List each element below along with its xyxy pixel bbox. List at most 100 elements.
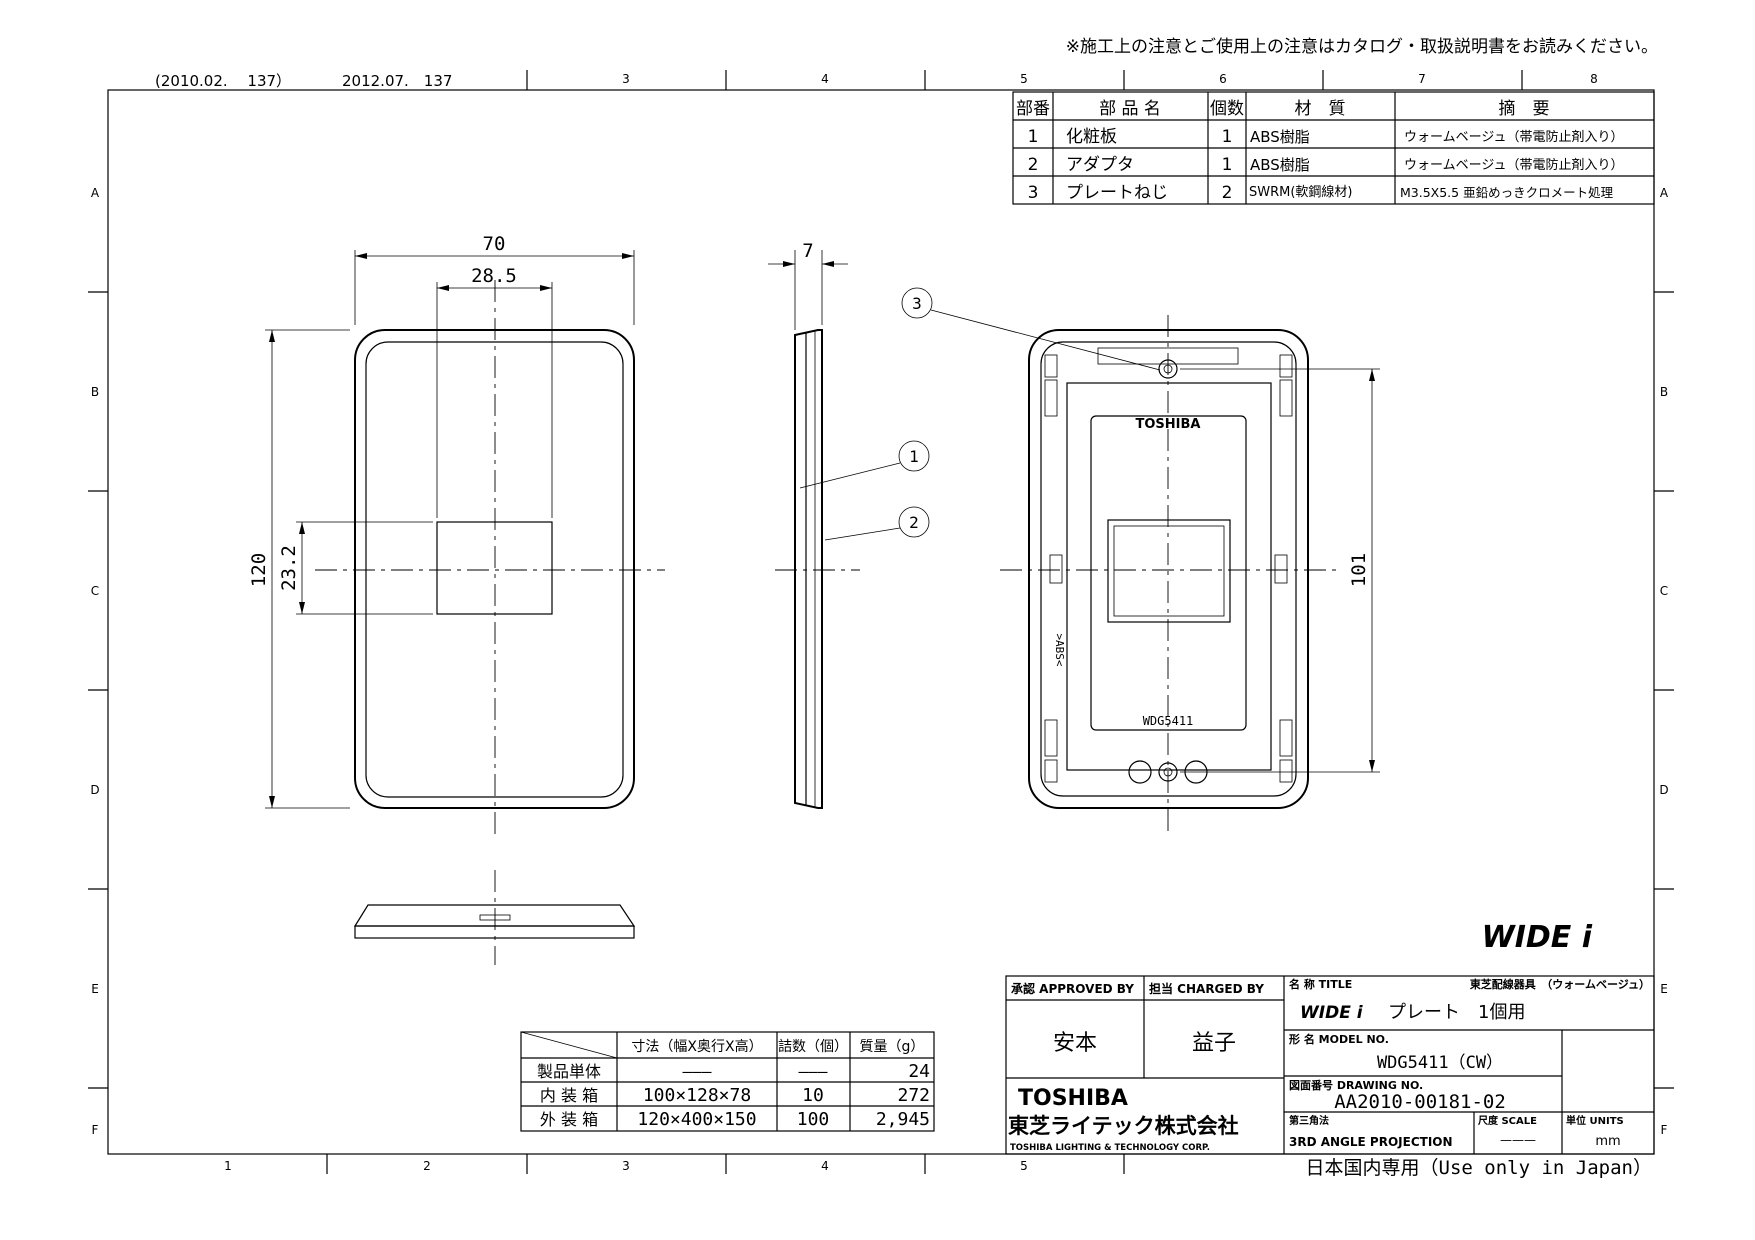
callout-leaders (799, 287, 1161, 541)
dim-height: 120 (248, 553, 270, 587)
dim-screw-pitch: 101 (1348, 553, 1370, 587)
grid-row-label: B (1660, 385, 1668, 399)
packing-table (520, 1031, 935, 1132)
footer-note: 日本国内専用（Use only in Japan） (1306, 1157, 1652, 1179)
packing-cell: 100×128×78 (643, 1085, 751, 1106)
parts-cell: M3.5X5.5 亜鉛めっきクロメート処理 (1400, 185, 1614, 200)
rear-material-mark: >ABS< (1053, 633, 1066, 666)
parts-cell: ABS樹脂 (1250, 128, 1310, 146)
parts-cell: ABS樹脂 (1250, 156, 1310, 174)
packing-cell: 100 (797, 1109, 830, 1130)
callout-2: 2 (909, 513, 919, 532)
grid-row-label: D (1659, 783, 1668, 797)
parts-cell: ウォームベージュ（帯電防止剤入り） (1404, 129, 1623, 145)
charged-name: 益子 (1192, 1031, 1236, 1056)
company-name-jp: 東芝ライテック株式会社 (1008, 1114, 1239, 1138)
grid-col-label: 3 (622, 72, 630, 86)
parts-table (1012, 91, 1655, 205)
grid-col-label: 5 (1020, 72, 1028, 86)
parts-cell: 1 (1222, 127, 1233, 147)
packing-header: 寸法（幅X奥行X高） (631, 1038, 762, 1055)
parts-cell: 化粧板 (1066, 127, 1117, 147)
grid-row-label: A (1660, 186, 1669, 200)
units-value: mm (1595, 1134, 1620, 1149)
parts-header: 個数 (1210, 99, 1244, 119)
units-label: 単位 UNITS (1566, 1114, 1624, 1127)
parts-cell: 3 (1028, 183, 1039, 203)
projection-value: 3RD ANGLE PROJECTION (1289, 1135, 1453, 1149)
grid-col-label: 2 (423, 1159, 431, 1173)
revision-second: 2012.07. 137 (342, 72, 452, 90)
model-label: 形 名 MODEL NO. (1289, 1032, 1389, 1046)
grid-ticks (88, 70, 1674, 1174)
parts-cell: プレートねじ (1066, 183, 1168, 203)
parts-cell: 2 (1028, 155, 1039, 175)
packing-cell: 120×400×150 (637, 1109, 756, 1130)
dim-opening-width: 28.5 (471, 265, 517, 287)
parts-cell: 1 (1222, 155, 1233, 175)
parts-cell: 1 (1028, 127, 1039, 147)
packing-cell: 24 (908, 1061, 930, 1082)
title-block (1005, 975, 1655, 1155)
front-view (315, 280, 665, 835)
company-logo: TOSHIBA (1018, 1086, 1128, 1111)
grid-row-label: F (92, 1123, 99, 1137)
rear-model-label: WDG5411 (1143, 714, 1194, 728)
title-label: 名 称 TITLE (1289, 977, 1352, 991)
title-category: 東芝配線器具 （ウォームベージュ） (1470, 977, 1650, 991)
grid-row-label: A (91, 186, 100, 200)
parts-header: 部番 (1016, 99, 1050, 119)
packing-cell: 外 装 箱 (540, 1110, 598, 1129)
packing-cell: 2,945 (876, 1109, 930, 1130)
drawing-value: AA2010-00181-02 (1334, 1091, 1506, 1113)
projection-label: 第三角法 (1289, 1114, 1329, 1127)
packing-cell: 272 (897, 1085, 930, 1106)
bottom-profile-view (353, 870, 636, 965)
top-note: ※施工上の注意とご使用上の注意はカタログ・取扱説明書をお読みください。 (1066, 36, 1658, 57)
grid-row-label: E (91, 982, 99, 996)
charged-label: 担当 CHARGED BY (1149, 981, 1264, 996)
approved-name: 安本 (1053, 1031, 1097, 1056)
parts-header: 部 品 名 (1099, 99, 1161, 119)
rear-view (1000, 315, 1340, 835)
grid-row-label: F (1661, 1123, 1668, 1137)
packing-cell: ——— (683, 1062, 712, 1081)
revision-first: (2010.02. 137） (155, 72, 291, 90)
parts-cell: ウォームベージュ（帯電防止剤入り） (1404, 157, 1623, 173)
packing-cell: 製品単体 (537, 1062, 601, 1081)
title-text: プレート 1個用 (1388, 1002, 1525, 1023)
wide-i-logo: WIDE i (1482, 920, 1593, 955)
grid-col-label: 1 (224, 1159, 232, 1173)
callout-3: 3 (912, 294, 922, 313)
rear-dimensions (1180, 368, 1380, 773)
grid-row-label: C (91, 584, 99, 598)
grid-row-label: E (1660, 982, 1668, 996)
front-dimensions (265, 250, 635, 809)
grid-row-label: B (91, 385, 99, 399)
packing-cell: 内 装 箱 (540, 1086, 598, 1105)
sheet-border (107, 89, 1655, 1155)
parts-cell: 2 (1222, 183, 1233, 203)
dim-depth: 7 (802, 240, 813, 262)
grid-col-label: 6 (1219, 72, 1227, 86)
approved-label: 承認 APPROVED BY (1011, 981, 1134, 996)
dim-width: 70 (483, 233, 506, 255)
scale-label: 尺度 SCALE (1478, 1114, 1537, 1127)
grid-row-label: D (90, 783, 99, 797)
grid-col-label: 3 (622, 1159, 630, 1173)
model-value: WDG5411（CW） (1377, 1053, 1503, 1073)
packing-header: 詰数（個） (778, 1039, 848, 1055)
company-name-en: TOSHIBA LIGHTING & TECHNOLOGY CORP. (1010, 1143, 1210, 1153)
parts-cell: SWRM(軟鋼線材) (1249, 184, 1353, 200)
grid-col-label: 4 (821, 1159, 829, 1173)
packing-cell: 10 (802, 1085, 824, 1106)
grid-col-label: 8 (1590, 72, 1598, 86)
scale-value: ——— (1500, 1133, 1536, 1147)
callout-1: 1 (909, 447, 919, 466)
grid-col-label: 7 (1418, 72, 1426, 86)
rear-brand-label: TOSHIBA (1136, 417, 1201, 432)
parts-header: 摘 要 (1499, 99, 1550, 119)
packing-header: 質量（g） (860, 1039, 925, 1055)
side-dimensions (768, 250, 848, 330)
title-logo: WIDE i (1300, 1003, 1364, 1023)
